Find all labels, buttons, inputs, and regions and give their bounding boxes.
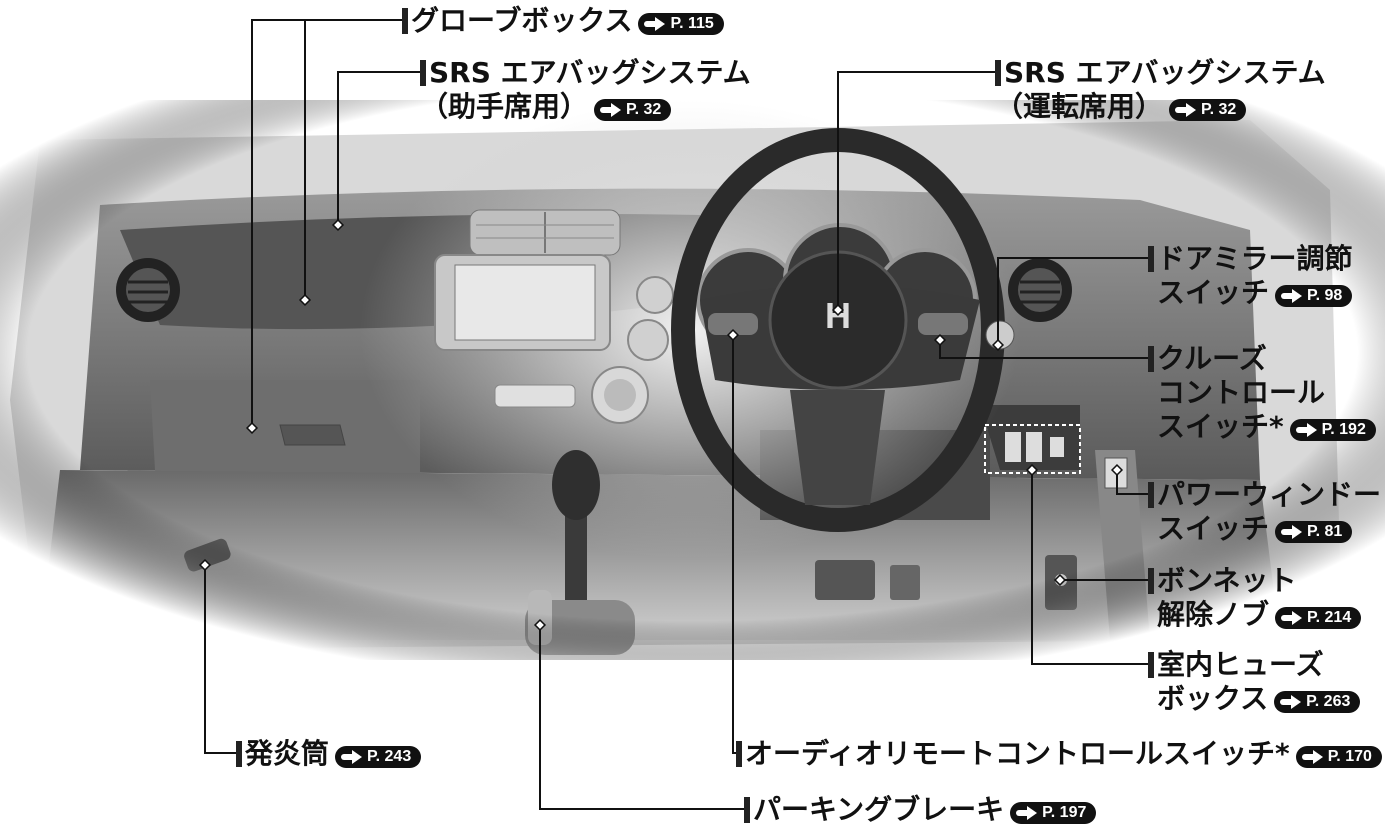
label-marker [1148,346,1154,372]
page-reference: P. 32 [1169,99,1247,121]
leader-fusebox-dot [1025,463,1039,477]
leader-airbag-driver [837,71,995,310]
leader-glovebox [251,19,402,428]
leader-dots [198,218,1124,632]
page-reference: P. 98 [1275,285,1353,307]
arrow-icon [1301,750,1324,764]
label-marker [1148,568,1154,594]
label-marker [736,741,742,767]
label-cruise-control: クルーズ コントロール スイッチ*P. 192 [1148,342,1376,444]
arrow-icon [644,17,666,31]
leader-flare [204,565,236,754]
label-airbag-driver: SRS エアバッグシステム （運転席用）P. 32 [995,56,1326,123]
label-text: グローブボックス [411,4,633,37]
label-marker [402,8,408,34]
label-marker [1148,482,1154,508]
arrow-icon [1281,289,1303,303]
arrow-icon [1175,103,1197,117]
arrow-icon [341,750,363,764]
label-marker [236,741,242,767]
leader-lines [204,19,1148,810]
leader-audio-remote [732,335,736,754]
image-vignette [0,100,1385,660]
page-reference: P. 192 [1289,419,1376,441]
label-marker [995,60,1001,86]
leader-glovebox-2-dot [298,293,312,307]
arrow-icon [1281,525,1303,539]
label-airbag-passenger: SRS エアバッグシステム （助手席用）P. 32 [420,56,751,123]
page-reference: P. 170 [1295,746,1382,768]
label-marker [744,797,750,823]
page-reference: P. 32 [594,99,672,121]
leader-door-mirror-dot [991,338,1005,352]
arrow-icon [1016,806,1038,820]
label-marker [1148,246,1154,272]
arrow-icon [1295,423,1318,437]
leader-power-window [1116,470,1148,495]
leader-door-mirror [997,257,1148,345]
page-reference: P. 197 [1010,802,1097,824]
leader-glovebox-dot [245,421,259,435]
leader-power-window-dot [1110,463,1124,477]
label-audio-remote: オーディオリモートコントロールスイッチ*P. 170 [736,737,1382,771]
page-reference: P. 243 [335,746,422,768]
label-marker [1148,652,1154,678]
arrow-icon [1281,611,1303,625]
label-marker [420,60,426,86]
page-reference: P. 214 [1275,607,1362,629]
leader-fusebox [1031,470,1148,665]
leader-bonnet-dot [1053,573,1067,587]
leader-parking-brake-dot [533,618,547,632]
page-reference: P. 81 [1275,521,1353,543]
leader-airbag-passenger [337,71,420,225]
leader-airbag-passenger-dot [331,218,345,232]
leader-airbag-driver-dot [831,303,845,317]
leader-audio-remote-dot [726,328,740,342]
leader-flare-dot [198,558,212,572]
page-reference: P. 263 [1274,691,1361,713]
leader-cruise-dot [933,333,947,347]
page-reference: P. 115 [638,13,724,35]
arrow-icon [1280,695,1302,709]
arrow-icon [600,103,622,117]
leader-parking-brake [539,625,744,810]
